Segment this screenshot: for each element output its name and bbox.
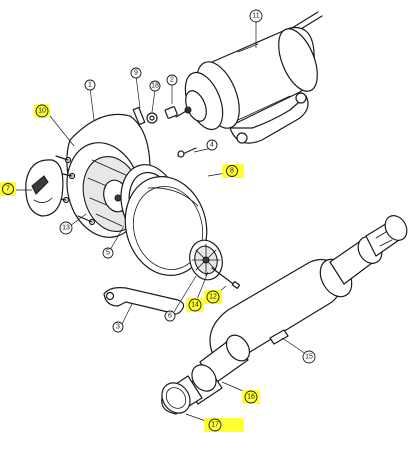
callout-17: 17	[204, 418, 244, 432]
hose-connector	[209, 215, 408, 360]
callout-14: 14	[186, 298, 204, 312]
svg-text:16: 16	[247, 394, 255, 401]
svg-text:18: 18	[151, 83, 159, 90]
svg-text:7: 7	[6, 186, 10, 193]
motor	[175, 11, 323, 144]
callout-6: 6	[164, 310, 176, 322]
svg-text:1: 1	[88, 82, 92, 89]
svg-text:10: 10	[38, 108, 46, 115]
impeller	[189, 239, 241, 289]
callout-18: 18	[149, 80, 161, 92]
diaphragm-cover	[124, 176, 208, 276]
shaft-parts	[132, 106, 178, 126]
callout-9: 9	[130, 67, 142, 79]
svg-text:2: 2	[170, 77, 174, 84]
svg-text:17: 17	[211, 422, 219, 429]
callout-8: 8	[222, 164, 244, 178]
callout-2: 2	[166, 74, 178, 86]
svg-text:5: 5	[106, 250, 110, 257]
callout-13: 13	[59, 221, 73, 235]
callout-3: 3	[112, 321, 124, 333]
callout-11: 11	[249, 9, 263, 23]
svg-text:9: 9	[134, 70, 138, 77]
svg-text:12: 12	[209, 294, 217, 301]
svg-text:11: 11	[252, 13, 259, 20]
svg-text:13: 13	[62, 225, 70, 232]
callout-4: 4	[206, 139, 218, 151]
callout-15: 15	[302, 350, 316, 364]
callout-7: 7	[0, 182, 16, 196]
callout-12: 12	[204, 290, 222, 304]
callout-10: 10	[34, 104, 50, 118]
svg-text:4: 4	[210, 142, 214, 149]
clamp	[103, 287, 185, 315]
callout-5: 5	[102, 247, 114, 259]
inlet-adapter	[161, 334, 251, 415]
callout-1: 1	[84, 79, 96, 91]
svg-text:15: 15	[305, 354, 313, 361]
svg-text:6: 6	[168, 313, 172, 320]
svg-text:3: 3	[116, 324, 120, 331]
end-cap	[25, 159, 64, 217]
svg-text:8: 8	[230, 168, 234, 175]
svg-text:14: 14	[191, 302, 199, 309]
callout-16: 16	[242, 390, 260, 404]
